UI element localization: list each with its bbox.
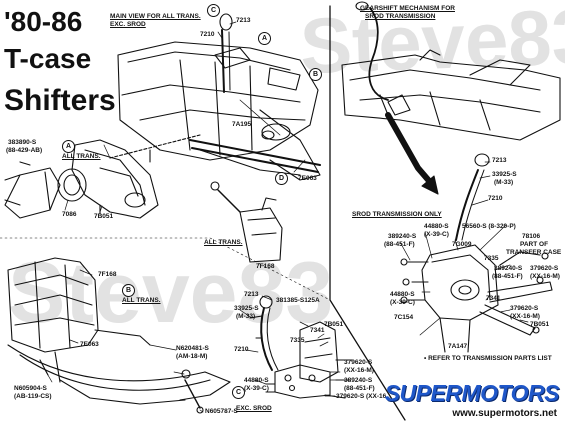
label-56560: 56560-S (8-320-P): [462, 223, 516, 230]
caption-main-view: MAIN VIEW FOR ALL TRANS.: [110, 13, 201, 20]
label-7213-top: 7213: [236, 17, 251, 24]
label-379620-c-spec: (XX-16-M): [344, 367, 374, 374]
label-7213-bot: 7213: [244, 291, 259, 298]
label-7086: 7086: [62, 211, 77, 218]
label-7b051-r: 7B051: [530, 321, 550, 328]
label-7341-r: 7341: [486, 295, 501, 302]
label-379620-a-spec: (XX-16-M): [530, 273, 560, 280]
supermotors-url[interactable]: www.supermotors.net: [452, 408, 557, 419]
srod-lever-assembly: [400, 153, 553, 353]
callout-b: B: [309, 68, 322, 81]
label-389240-b: 389240-S: [494, 265, 523, 272]
supermotors-logo: SUPERMOTORS: [384, 380, 560, 406]
label-7c154: 7C154: [394, 314, 414, 321]
caption-srod-trans: SROD TRANSMISSION: [365, 13, 436, 20]
mid-bracket-assembly: [210, 181, 283, 263]
label-44880-c-spec: (X-39-C): [244, 385, 269, 392]
label-383890-spec: (88-429-AB): [6, 147, 43, 154]
label-44880-b-spec: (X-39-C): [390, 299, 415, 306]
label-7210-top: 7210: [200, 31, 215, 38]
caption-all-trans-b: ALL TRANS.: [122, 297, 161, 304]
main-view-assembly: [117, 13, 321, 181]
label-33925-bot: 33925-S: [234, 305, 259, 312]
leader-lines: [44, 21, 529, 413]
title-line-3: Shifters: [4, 84, 116, 117]
label-7f168-left: 7F168: [98, 271, 117, 278]
label-7210-bot: 7210: [234, 346, 249, 353]
callout-a: A: [258, 32, 271, 45]
caption-all-trans-mid: ALL TRANS.: [204, 239, 243, 246]
label-7b051-left: 7B051: [94, 213, 114, 220]
skid-plate-assembly: [7, 257, 231, 414]
srod-gearshift-top: [341, 1, 561, 141]
label-379620-b-spec: (XX-16-M): [510, 313, 540, 320]
label-33925-bot-spec: (M-33): [236, 313, 256, 320]
caption-srod-only: SROD TRANSMISSION ONLY: [352, 211, 442, 218]
label-7341-bot: 7341: [310, 327, 325, 334]
label-44880-b: 44880-S: [390, 291, 415, 298]
label-7210-right: 7210: [488, 195, 503, 202]
label-383890: 383890-S: [8, 139, 37, 146]
callout-c: C: [207, 4, 220, 17]
label-n620481-spec: (AM-18-M): [176, 353, 208, 360]
label-379620-b: 379620-S: [510, 305, 539, 312]
label-381385: 381385-S125A: [276, 297, 320, 304]
label-7a195: 7A195: [232, 121, 252, 128]
label-379620-c: 379620-S: [344, 359, 373, 366]
callout-c2: C: [232, 386, 245, 399]
label-33925-right-spec: (M-33): [494, 179, 514, 186]
label-n605904-spec: (AB-119-CS): [14, 393, 52, 400]
label-7f168-mid: 7F168: [256, 263, 275, 270]
callout-d: D: [275, 172, 288, 185]
caption-all-trans-a: ALL TRANS.: [62, 153, 101, 160]
caption-gearshift: GEARSHIFT MECHANISM FOR: [360, 5, 455, 12]
label-44880-a-spec: (X-39-C): [424, 231, 449, 238]
label-78106: 78106: [522, 233, 541, 240]
label-7a147: 7A147: [448, 343, 468, 350]
label-7213-right: 7213: [492, 157, 507, 164]
label-n605787: N605787-S: [205, 408, 238, 415]
caption-exc-srod-bottom: EXC. SROD: [236, 405, 272, 412]
label-7g009: 7G009: [452, 241, 472, 248]
title-line-1: '80-86: [4, 6, 83, 37]
label-78106-l3: TRANSFER CASE: [506, 249, 562, 256]
label-389240-a-spec: (88-451-F): [384, 241, 415, 248]
label-7b051-bot: 7B051: [324, 321, 344, 328]
label-7335-bot: 7335: [290, 337, 305, 344]
label-44880-a: 44880-S: [424, 223, 449, 230]
label-379620-a: 379620-S: [530, 265, 559, 272]
label-44880-c: 44880-S: [244, 377, 269, 384]
caption-exc-srod: EXC. SROD: [110, 21, 146, 28]
watermark-bottom: Steve83: [8, 245, 334, 341]
label-7e063-left: 7E063: [80, 341, 99, 348]
label-n620481: N620481-S: [176, 345, 209, 352]
label-78106-l2: PART OF: [520, 241, 549, 248]
title-line-2: T-case: [4, 43, 92, 74]
label-n605904: N605904-S: [14, 385, 47, 392]
callout-b2: B: [122, 284, 135, 297]
transfer-case-exploded: [4, 134, 201, 219]
label-389240-a: 389240-S: [388, 233, 417, 240]
caption-refer: • REFER TO TRANSMISSION PARTS LIST: [424, 355, 552, 362]
label-389240-c: 389240-S: [344, 377, 373, 384]
label-379620-d: 379620-S (XX-16: [336, 393, 387, 400]
label-389240-b-spec: (88-451-F): [492, 273, 523, 280]
label-7e063-top: 7E063: [298, 175, 317, 182]
label-389240-c-spec: (88-451-F): [344, 385, 375, 392]
callout-a2: A: [62, 140, 75, 153]
label-7335-r: 7335: [484, 255, 499, 262]
label-33925-right: 33925-S: [492, 171, 517, 178]
